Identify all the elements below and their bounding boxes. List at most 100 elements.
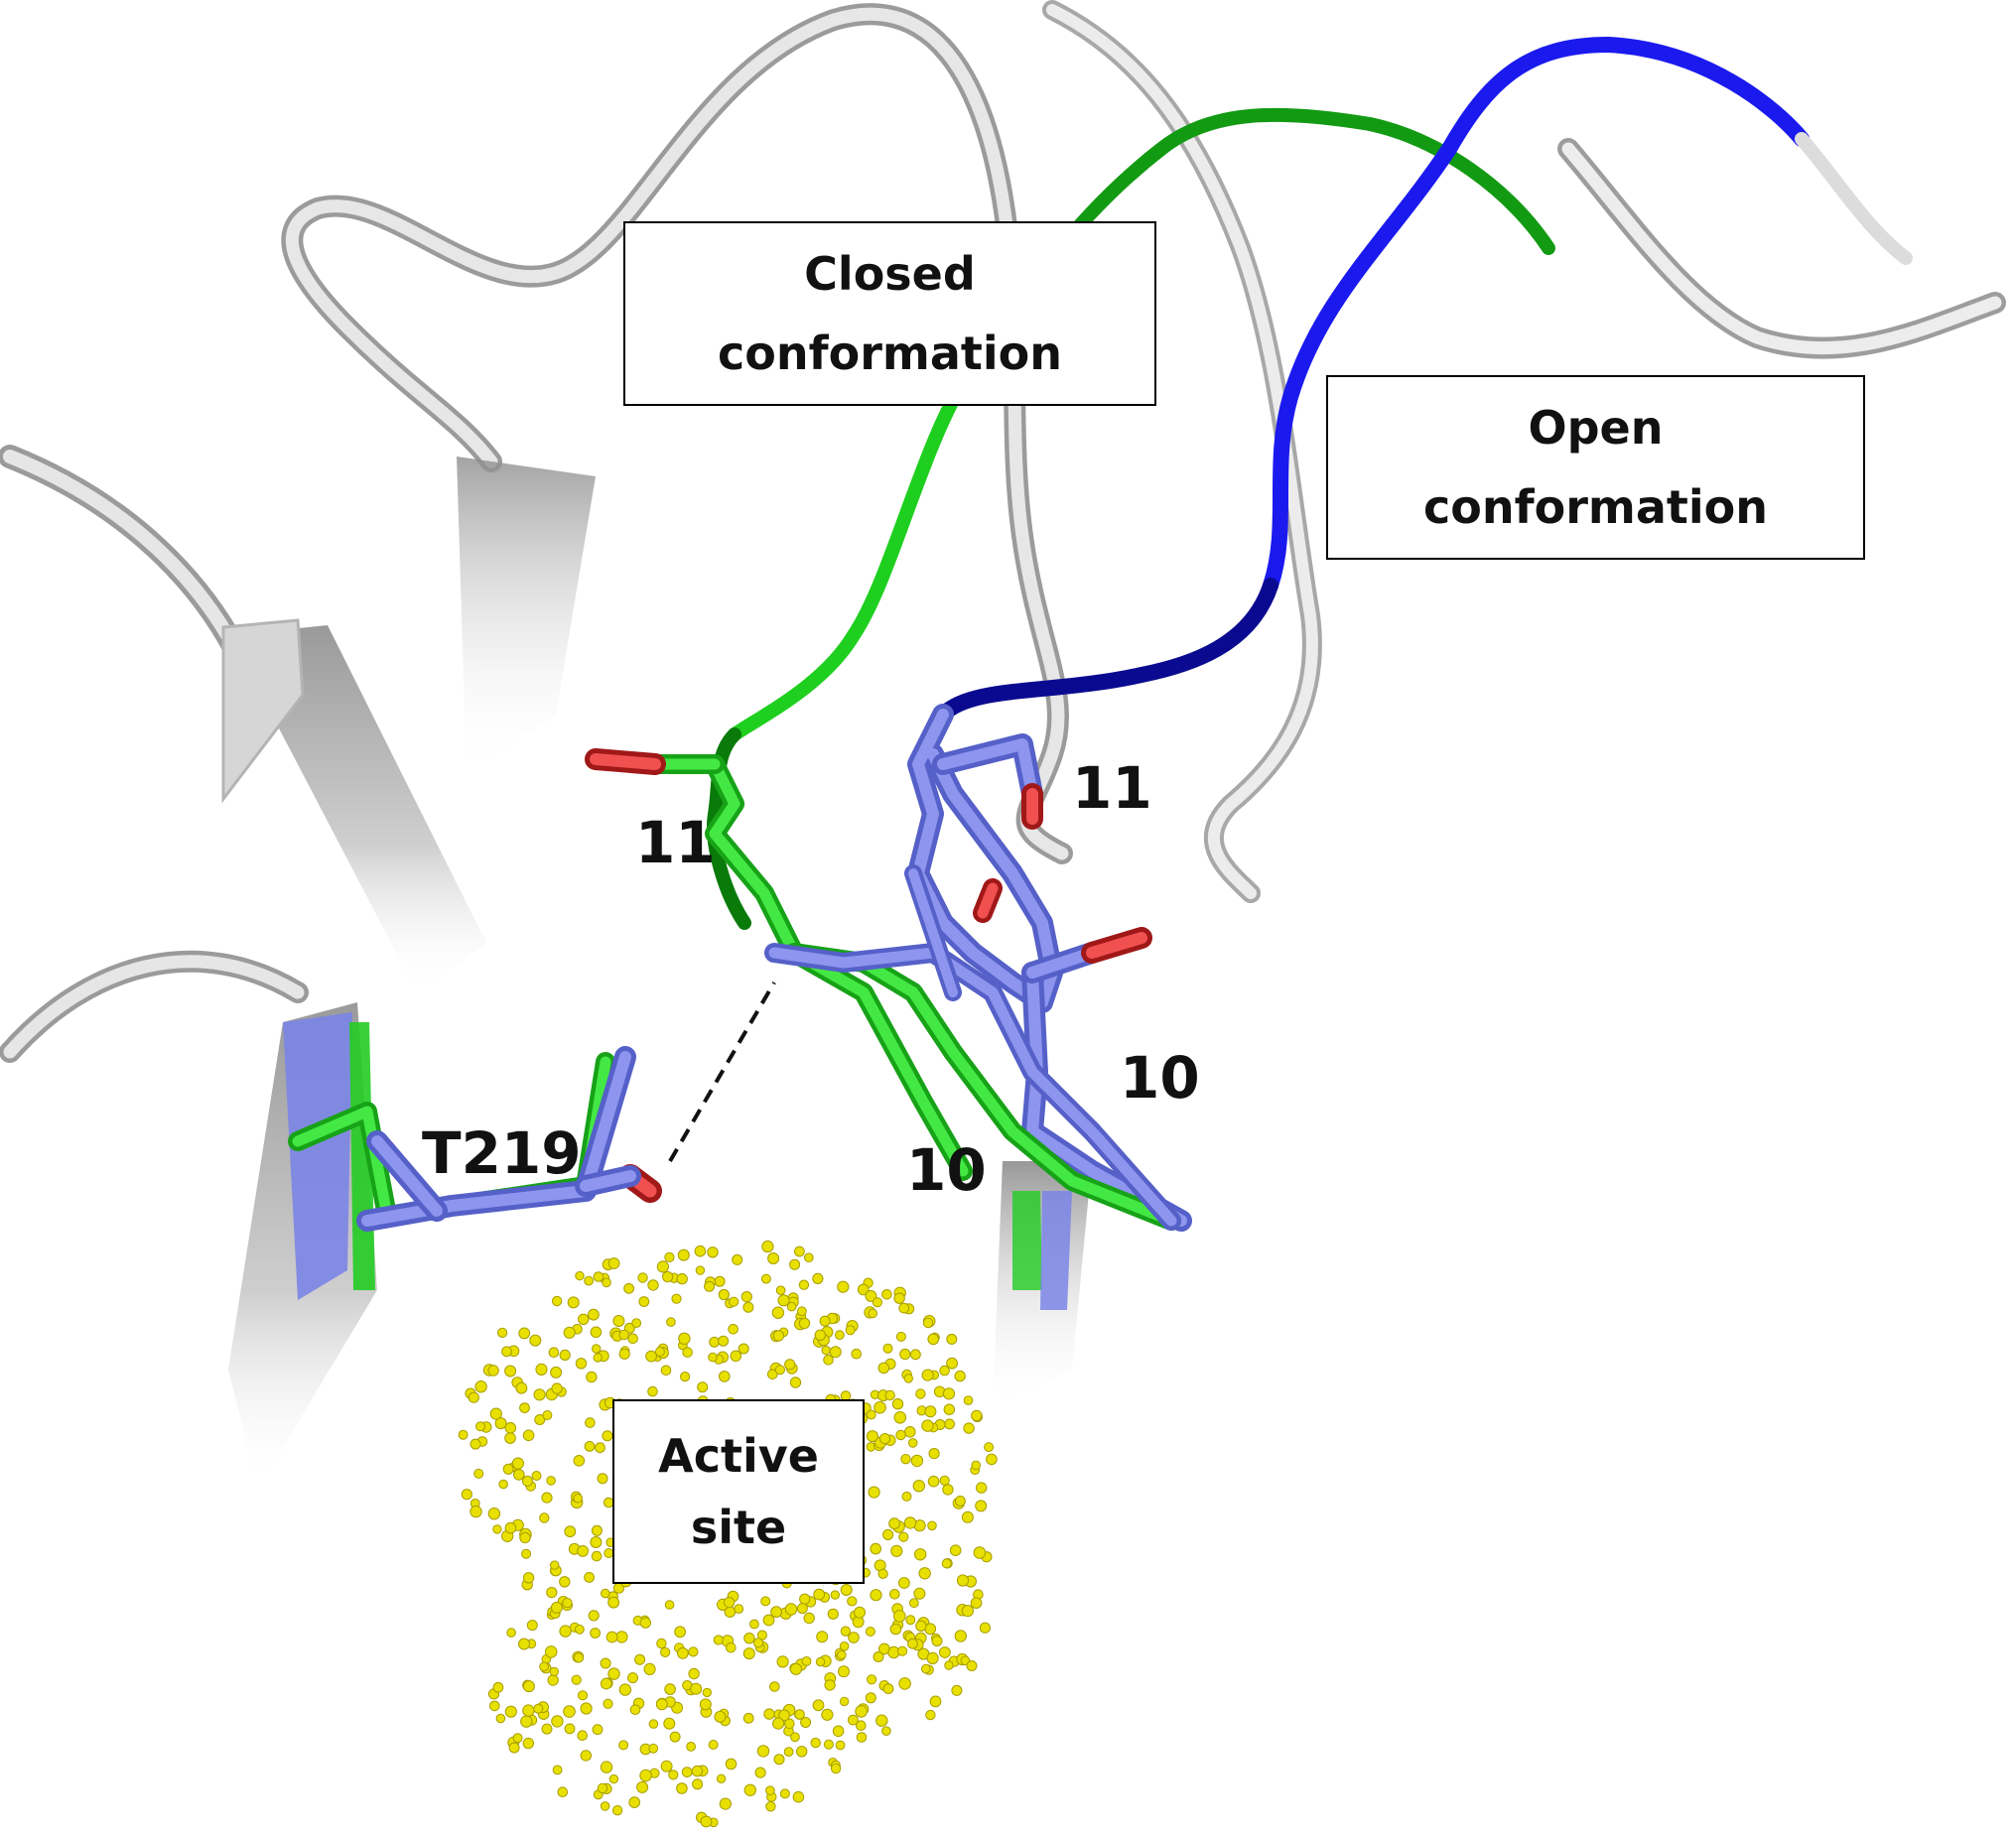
active-site-dot [534, 1414, 546, 1425]
active-site-dot [897, 1645, 908, 1656]
active-site-dot [816, 1631, 829, 1643]
active-site-dot [730, 1350, 742, 1363]
active-site-dot [832, 1725, 845, 1738]
active-site-dot [915, 1620, 927, 1633]
t219-residue-sticks [288, 1046, 641, 1232]
active-site-dot [789, 1662, 803, 1675]
active-site-dot [588, 1308, 600, 1321]
active-site-dot [783, 1747, 794, 1757]
active-site-dot [762, 1614, 775, 1627]
active-site-dot [819, 1315, 831, 1327]
active-site-dot [502, 1463, 514, 1475]
active-site-dot [770, 1606, 782, 1619]
active-site-dot [776, 1655, 789, 1668]
active-site-dot [541, 1492, 553, 1504]
active-site-dot [550, 1366, 563, 1378]
open-conformation-line2: conformation [1423, 480, 1768, 534]
active-site-dot [889, 1623, 902, 1636]
active-site-dot [519, 1402, 530, 1413]
active-site-callout: Active site [612, 1399, 865, 1584]
active-site-dot [518, 1638, 530, 1650]
active-site-dot [618, 1740, 629, 1751]
active-site-dot [495, 1713, 506, 1724]
active-site-dot [563, 1326, 576, 1339]
active-site-dot [607, 1667, 620, 1680]
active-site-dot [898, 1531, 909, 1542]
active-site-dot [813, 1588, 826, 1601]
active-site-dot [821, 1345, 831, 1356]
active-site-dot [856, 1732, 868, 1743]
active-site-dot [854, 1606, 866, 1619]
active-site-dot [468, 1391, 479, 1403]
active-site-dot [688, 1667, 700, 1680]
active-site-dot [728, 1324, 739, 1335]
active-site-dot [798, 1317, 811, 1330]
active-site-dot [666, 1317, 676, 1327]
active-site-dot [551, 1295, 563, 1307]
active-site-dot [520, 1715, 533, 1728]
active-site-dot [875, 1714, 888, 1727]
active-site-dot [769, 1681, 780, 1692]
active-site-dot [474, 1380, 487, 1393]
open-residue-sticks-front [764, 864, 1181, 1231]
active-site-dot [877, 1568, 888, 1580]
active-site-dot [577, 1545, 589, 1557]
active-site-dot [559, 1625, 572, 1638]
active-site-dot [664, 1600, 675, 1610]
active-site-dot [823, 1739, 834, 1750]
active-site-dot [927, 1520, 937, 1531]
active-site-dot [956, 1574, 970, 1587]
active-site-dot [602, 1277, 611, 1288]
active-site-dot [638, 1296, 650, 1307]
active-site-dot [595, 1442, 605, 1454]
active-site-dot [550, 1560, 560, 1570]
active-site-dot [623, 1282, 634, 1294]
active-site-dot [521, 1475, 533, 1487]
active-site-dot [533, 1388, 546, 1401]
active-site-line1: Active [658, 1429, 819, 1483]
active-site-dot [942, 1387, 956, 1400]
active-site-dot [573, 1455, 586, 1467]
active-site-dot [891, 1398, 904, 1410]
active-site-dot [752, 1638, 764, 1648]
closed-conformation-line1: Closed [804, 247, 976, 301]
active-site-dot [714, 1710, 727, 1723]
active-site-dot [743, 1783, 756, 1797]
active-site-dot [855, 1705, 868, 1718]
active-site-dot [577, 1730, 589, 1741]
active-site-dot [830, 1763, 842, 1774]
active-site-dot [702, 1687, 712, 1698]
active-site-dot [779, 1788, 790, 1799]
active-site-dot [835, 1740, 846, 1751]
active-site-dot [550, 1601, 563, 1614]
active-site-dot [898, 1677, 911, 1690]
closed-conformation-callout: Closed conformation [623, 221, 1156, 406]
active-site-dot [835, 1330, 845, 1340]
active-site-dot [494, 1417, 507, 1430]
active-site-dot [691, 1765, 704, 1777]
active-site-dot [801, 1656, 812, 1666]
active-site-dot [504, 1521, 517, 1534]
active-site-dot [512, 1733, 523, 1744]
active-site-dot [719, 1797, 732, 1810]
active-site-dot [676, 1272, 688, 1285]
active-site-dot [905, 1615, 916, 1626]
active-site-dot [970, 1597, 983, 1609]
active-site-dot [910, 1454, 924, 1468]
active-site-dot [929, 1695, 942, 1708]
active-site-dot [760, 1596, 771, 1607]
active-site-dot [680, 1372, 691, 1382]
active-site-dot [946, 1333, 958, 1345]
active-site-dot [915, 1388, 926, 1399]
active-site-dot [592, 1724, 604, 1736]
active-site-dot [548, 1347, 560, 1358]
active-site-dot [979, 1622, 992, 1634]
active-site-dot [542, 1410, 553, 1420]
active-site-dot [963, 1395, 974, 1405]
active-site-dot [639, 1769, 652, 1782]
active-site-dot [903, 1516, 917, 1529]
active-site-dot [865, 1692, 876, 1704]
active-site-dot [810, 1737, 821, 1749]
active-site-dot [789, 1258, 801, 1270]
active-site-dot [898, 1577, 910, 1589]
